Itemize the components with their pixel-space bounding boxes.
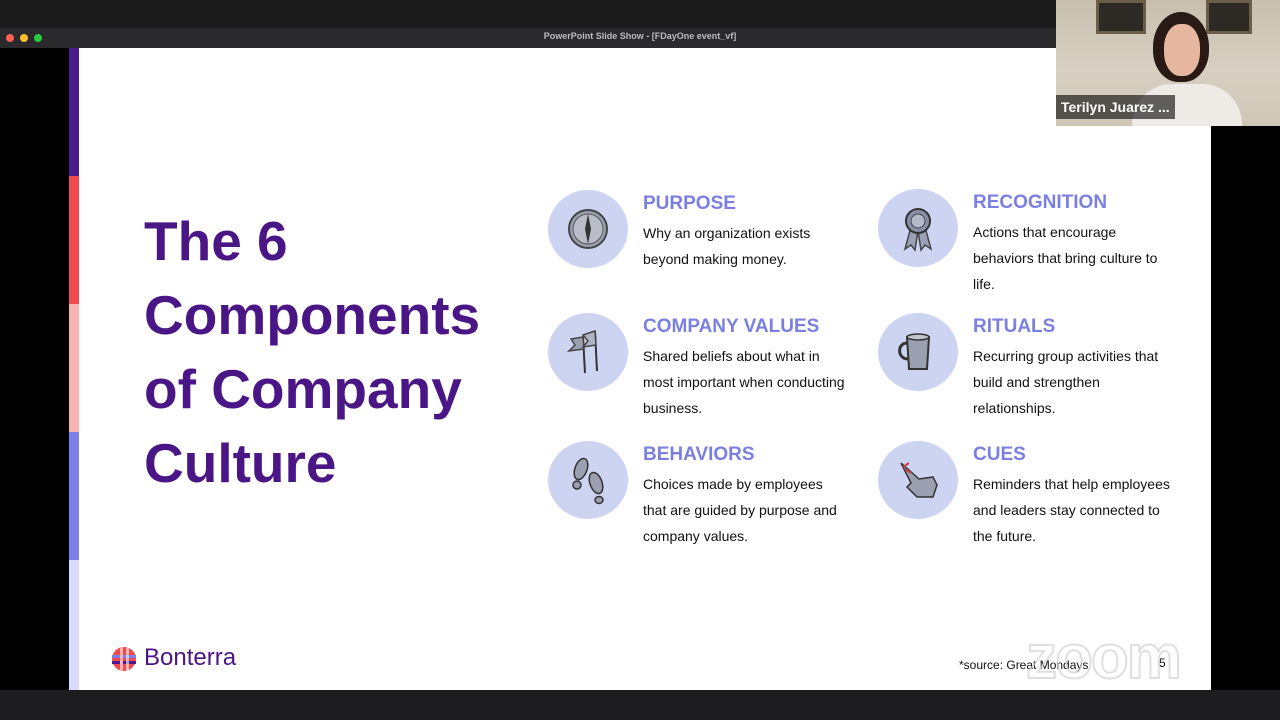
icon-circle — [878, 313, 958, 391]
minimize-window-button[interactable] — [20, 34, 28, 42]
wall-frame — [1096, 0, 1146, 34]
component-description: Why an organization exists beyond making… — [643, 225, 811, 267]
letterbox-right — [1211, 48, 1280, 690]
logo-text: Bonterra — [144, 644, 237, 671]
component-heading: COMPANY VALUES — [643, 316, 820, 337]
participant-name: Terilyn Juarez ... — [1056, 95, 1175, 119]
participant-face — [1164, 24, 1200, 76]
ribbon-award-icon — [903, 208, 933, 252]
page-number: 5 — [1159, 656, 1166, 670]
icon-circle — [878, 441, 958, 519]
icon-circle — [548, 441, 628, 519]
close-window-button[interactable] — [6, 34, 14, 42]
participant-video-tile[interactable]: Terilyn Juarez ... — [1056, 0, 1280, 126]
flags-icon — [566, 329, 598, 374]
stripe-red — [69, 176, 79, 304]
icon-circle — [548, 313, 628, 391]
footprints-icon — [572, 457, 604, 505]
wall-frame — [1206, 0, 1252, 34]
letterbox-left — [0, 48, 69, 690]
mug-icon — [898, 333, 931, 370]
compass-icon — [568, 209, 608, 249]
component-heading: CUES — [973, 444, 1026, 465]
component-description: Recurring group activities that build an… — [973, 348, 1159, 416]
zoom-watermark: zoom — [1025, 622, 1183, 693]
icon-circle — [548, 190, 628, 268]
stripe-light-blue — [69, 560, 79, 690]
stripe-blue — [69, 432, 79, 560]
bottom-bar — [0, 690, 1280, 720]
stripe-purple — [69, 48, 79, 176]
slide[interactable]: The 6 Components of Company Culture PURP… — [69, 48, 1211, 690]
stripe-pink — [69, 304, 79, 432]
icon-circle — [878, 189, 958, 267]
bonterra-logo-mark-icon — [112, 647, 136, 671]
source-note: *source: Great Mondays — [959, 658, 1089, 672]
window-titlebar: PowerPoint Slide Show - [FDayOne event_v… — [0, 28, 1280, 48]
component-description: Choices made by employees that are guide… — [643, 476, 837, 544]
component-heading: RITUALS — [973, 316, 1056, 337]
string-finger-icon — [900, 462, 938, 498]
color-stripes — [69, 48, 79, 690]
slide-title: The 6 Components of Company Culture — [144, 210, 481, 494]
component-description: Reminders that help employees and leader… — [973, 476, 1170, 544]
component-description: Actions that encourage behaviors that br… — [973, 224, 1158, 292]
component-heading: PURPOSE — [643, 193, 736, 214]
component-heading: BEHAVIORS — [643, 444, 755, 465]
window-title: PowerPoint Slide Show - [FDayOne event_v… — [543, 31, 737, 41]
component-heading: RECOGNITION — [973, 192, 1108, 213]
maximize-window-button[interactable] — [34, 34, 42, 42]
component-description: Shared beliefs about what in most import… — [643, 348, 845, 416]
